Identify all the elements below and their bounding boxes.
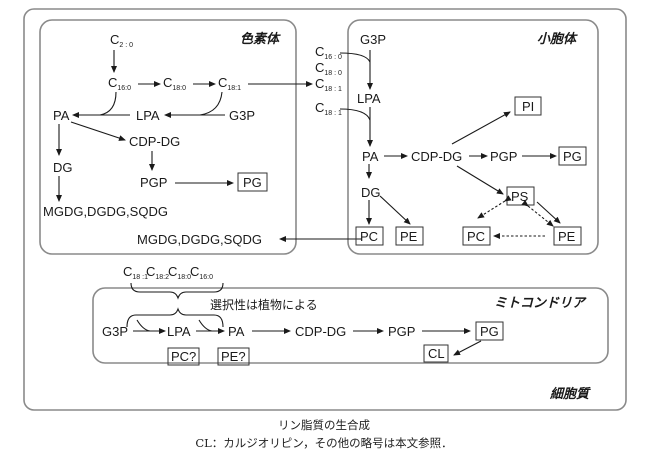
cp-galactolipids-node: MGDG,DGDG,SQDG bbox=[43, 204, 168, 219]
arrow-pa-cdpdg bbox=[70, 121, 126, 141]
arrow-er-ps-pc-exchange bbox=[477, 195, 512, 219]
er-label: 小胞体 bbox=[537, 31, 578, 47]
arrow-er-ps-pe-exchange bbox=[521, 199, 554, 227]
mito-pg-box bbox=[475, 321, 504, 341]
mito-cl-box bbox=[423, 344, 449, 363]
selectivity-note: 選択性は植物による bbox=[210, 297, 318, 312]
er-pgp-node: PGP bbox=[490, 149, 517, 164]
arrow-er-dg-pe bbox=[379, 195, 411, 225]
fa-c16-0: C16 : 0 bbox=[315, 44, 342, 61]
chloroplast-region bbox=[39, 19, 297, 255]
mito-fa-c16-0: C16:0 bbox=[190, 264, 213, 281]
er-pc-node: PC bbox=[360, 229, 378, 244]
er-pg-box bbox=[558, 146, 587, 166]
arrow-er-ps-pe bbox=[536, 201, 561, 224]
fa-brace-bottom bbox=[126, 307, 224, 328]
cp-pgp-node: PGP bbox=[140, 175, 167, 190]
fa-c18-1: C18 : 1 bbox=[315, 76, 342, 93]
cp-pg-box bbox=[237, 172, 268, 192]
er-pe2-box bbox=[553, 226, 582, 246]
mitochondria-label: ミトコンドリア bbox=[494, 296, 587, 311]
cp-cdpdg-node: CDP-DG bbox=[129, 134, 180, 149]
mito-pa-node: PA bbox=[228, 324, 245, 339]
er-pe2-node: PE bbox=[558, 229, 576, 244]
er-pa-node: PA bbox=[362, 149, 379, 164]
er-pc-box bbox=[355, 226, 384, 246]
mito-pc-q-node: PC? bbox=[171, 349, 196, 364]
mito-cdpdg-node: CDP-DG bbox=[295, 324, 346, 339]
er-acyl-input-1 bbox=[339, 52, 371, 63]
arrow-er-cdpdg-pi bbox=[451, 111, 511, 145]
mito-acyl-input-1 bbox=[136, 319, 151, 332]
mito-acyl-input-2 bbox=[198, 319, 213, 332]
fa-brace-top bbox=[130, 282, 224, 300]
mitochondria-region bbox=[92, 287, 609, 364]
er-lpa-node: LPA bbox=[357, 91, 381, 106]
cp-g3p-node: G3P bbox=[229, 108, 255, 123]
mito-pc-q-box bbox=[167, 347, 200, 366]
er-cdpdg-node: CDP-DG bbox=[411, 149, 462, 164]
mito-pg-node: PG bbox=[480, 324, 499, 339]
c18-0-node: C18:0 bbox=[163, 75, 186, 92]
er-pi-node: PI bbox=[522, 99, 534, 114]
mito-cl-node: CL bbox=[428, 346, 445, 361]
caption-title: リン脂質の生合成 bbox=[278, 418, 370, 432]
caption-note: CL：カルジオリピン，その他の略号は本文参照． bbox=[195, 436, 452, 450]
fa-c18-0: C18 : 0 bbox=[315, 60, 342, 77]
cytoplasm-label: 細胞質 bbox=[549, 386, 591, 402]
c2-0-node: C2 : 0 bbox=[110, 32, 133, 49]
er-pc2-box bbox=[462, 226, 491, 246]
arrow-er-cdpdg-ps bbox=[456, 165, 504, 195]
chloroplast-label: 色素体 bbox=[240, 31, 281, 47]
er-g3p-node: G3P bbox=[360, 32, 386, 47]
mito-fa-c18-2: C18:2 bbox=[146, 264, 169, 281]
c16-0-node: C16:0 bbox=[108, 75, 131, 92]
er-pi-box bbox=[514, 96, 542, 116]
er-acyl-input-2 bbox=[339, 108, 371, 121]
cp-pg-node: PG bbox=[243, 175, 262, 190]
c18-1-node: C18:1 bbox=[218, 75, 241, 92]
er-ps-node: PS bbox=[511, 189, 529, 204]
arrow-mito-pg-cl bbox=[453, 340, 482, 356]
er-pe-node: PE bbox=[400, 229, 418, 244]
cp-dg-node: DG bbox=[53, 160, 73, 175]
er-pc2-node: PC bbox=[467, 229, 485, 244]
mito-lpa-node: LPA bbox=[167, 324, 191, 339]
mito-g3p-node: G3P bbox=[102, 324, 128, 339]
cp-galactolipids-import-node: MGDG,DGDG,SQDG bbox=[137, 232, 262, 247]
mito-pgp-node: PGP bbox=[388, 324, 415, 339]
er-region bbox=[347, 19, 599, 255]
mito-pe-q-node: PE? bbox=[221, 349, 246, 364]
er-pg-node: PG bbox=[563, 149, 582, 164]
mito-fa-c18-1: C18 :1 bbox=[123, 264, 148, 281]
fa-c18-1-second: C18 : 1 bbox=[315, 100, 342, 117]
er-pe-box bbox=[395, 226, 424, 246]
mito-pe-q-box bbox=[217, 347, 250, 366]
cp-pa-node: PA bbox=[53, 108, 70, 123]
cytoplasm-region bbox=[23, 8, 627, 411]
acyl-c18-input bbox=[199, 91, 223, 116]
er-dg-node: DG bbox=[361, 185, 381, 200]
cp-lpa-node: LPA bbox=[136, 108, 160, 123]
acyl-c16-input bbox=[99, 91, 117, 116]
mito-fa-c18-0: C18:0 bbox=[168, 264, 191, 281]
